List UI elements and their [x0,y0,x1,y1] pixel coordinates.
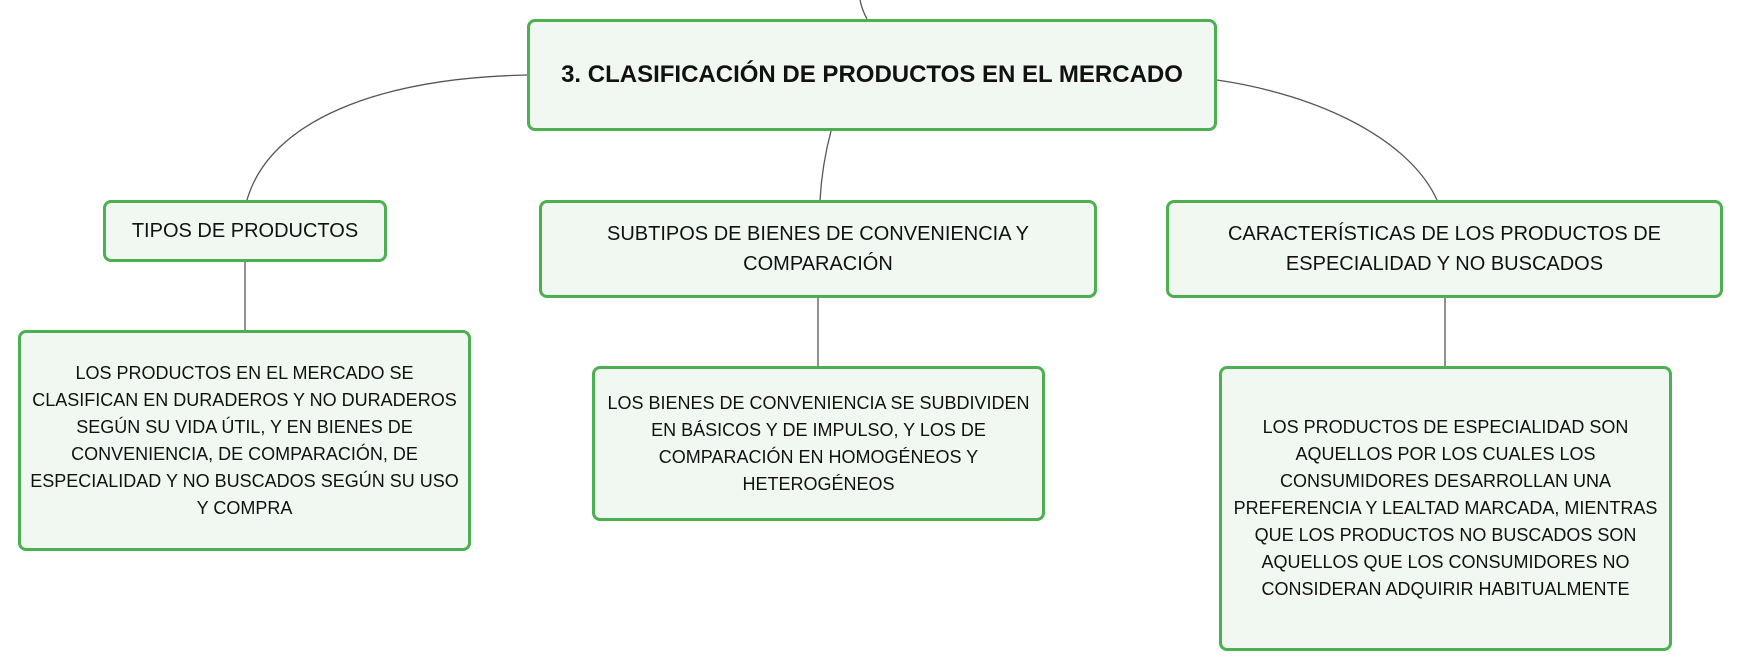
connector-root-to-tipos [246,74,528,201]
branch-title: SUBTIPOS DE BIENES DE CONVENIENCIA Y COM… [607,223,1029,275]
connector-parent-to-root [859,0,868,20]
branch-node-caracteristicas[interactable]: CARACTERÍSTICAS DE LOS PRODUCTOS DE ESPE… [1166,200,1723,298]
detail-text: LOS PRODUCTOS DE ESPECIALIDAD SON AQUELL… [1233,417,1658,599]
detail-text: LOS BIENES DE CONVENIENCIA SE SUBDIVIDEN… [607,392,1030,494]
detail-node-subtipos[interactable]: LOS BIENES DE CONVENIENCIA SE SUBDIVIDEN… [592,366,1045,521]
detail-text: LOS PRODUCTOS EN EL MERCADO SE CLASIFICA… [30,362,459,518]
detail-node-caracteristicas[interactable]: LOS PRODUCTOS DE ESPECIALIDAD SON AQUELL… [1219,366,1672,651]
branch-node-tipos-de-productos[interactable]: TIPOS DE PRODUCTOS [103,200,387,262]
root-topic-node[interactable]: 3. CLASIFICACIÓN DE PRODUCTOS EN EL MERC… [527,19,1217,131]
detail-node-tipos-de-productos[interactable]: LOS PRODUCTOS EN EL MERCADO SE CLASIFICA… [18,330,471,551]
branch-node-subtipos[interactable]: SUBTIPOS DE BIENES DE CONVENIENCIA Y COM… [539,200,1097,298]
branch-title: CARACTERÍSTICAS DE LOS PRODUCTOS DE ESPE… [1227,223,1662,275]
connector-root-to-caracteristicas [1216,79,1438,201]
connector-root-to-subtipos [819,130,832,201]
root-topic-label: 3. CLASIFICACIÓN DE PRODUCTOS EN EL MERC… [561,61,1183,88]
branch-title: TIPOS DE PRODUCTOS [131,220,359,242]
